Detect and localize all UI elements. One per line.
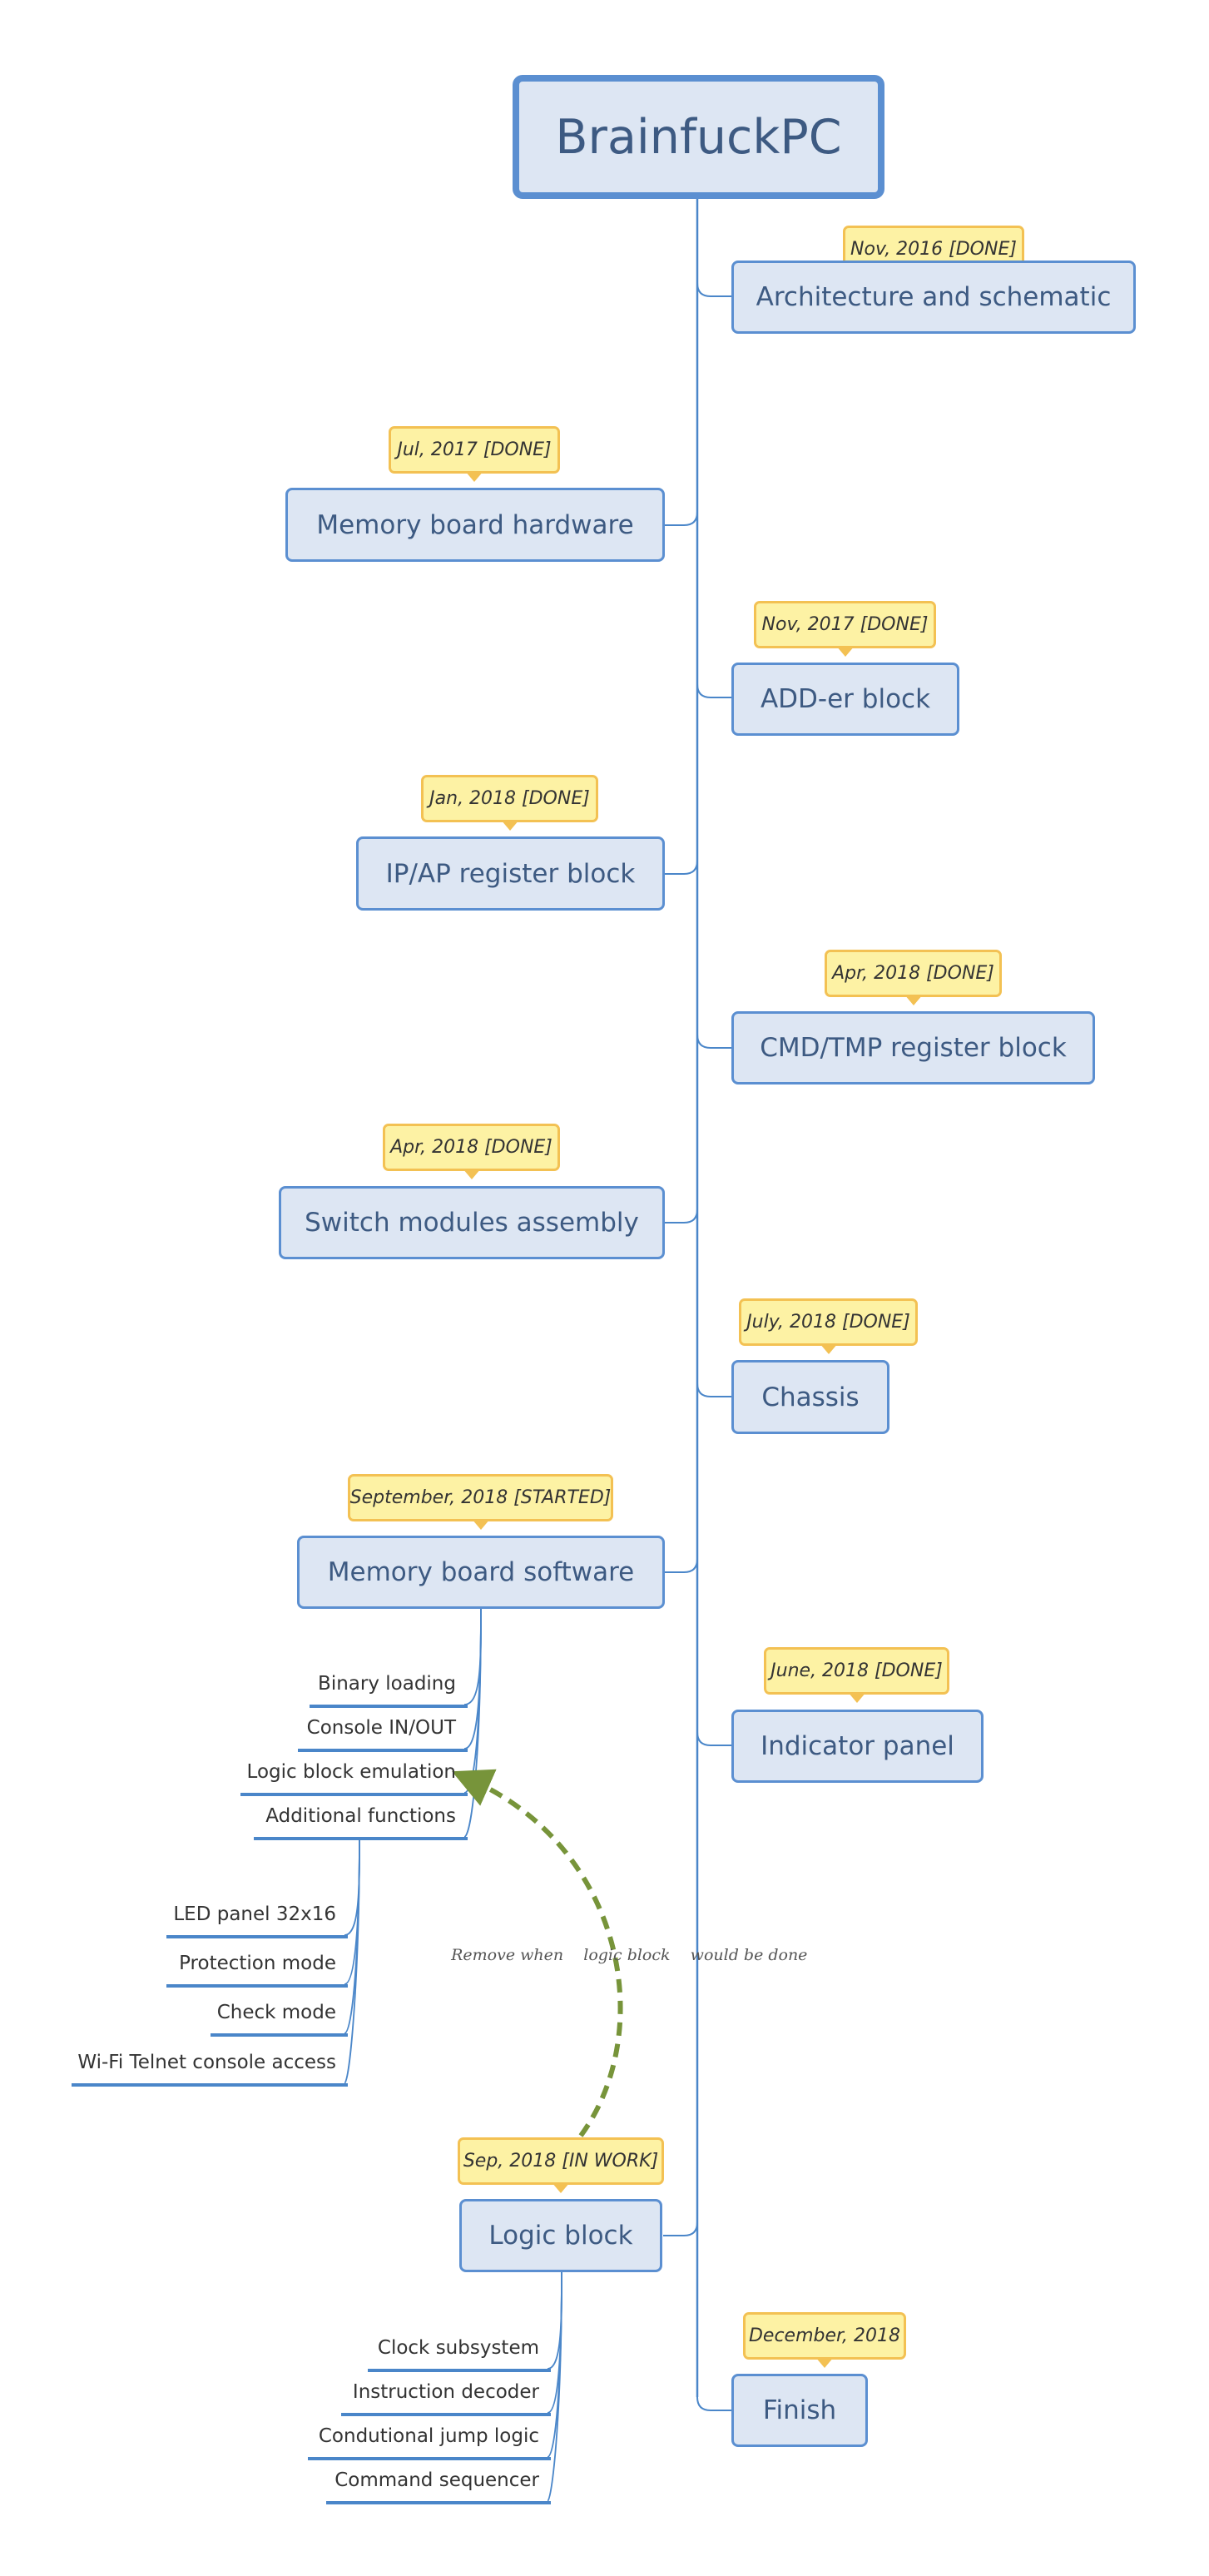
branch-line <box>663 1558 698 1573</box>
subtopic-item[interactable]: Command sequencer <box>326 2469 551 2504</box>
milestone-date-tag: Apr, 2018 [DONE] <box>383 1124 560 1179</box>
root-node[interactable]: BrainfuckPC <box>513 75 884 199</box>
milestone-date-tag: September, 2018 [STARTED] <box>348 1474 613 1530</box>
subtopic-item[interactable]: Wi-Fi Telnet console access <box>72 2052 348 2087</box>
milestone-date-tag: Jan, 2018 [DONE] <box>421 775 598 831</box>
milestone-node-architecture[interactable]: Architecture and schematic <box>731 261 1136 334</box>
branch-line <box>696 1731 732 1746</box>
subtopic-item[interactable]: Logic block emulation <box>240 1761 468 1796</box>
milestone-node-memory-software[interactable]: Memory board software <box>297 1536 665 1609</box>
subtopic-item[interactable]: Clock subsystem <box>368 2337 551 2372</box>
branch-line <box>663 1209 698 1223</box>
root-label: BrainfuckPC <box>555 109 842 165</box>
subtopic-item[interactable]: Protection mode <box>166 1953 348 1988</box>
relation-arrow <box>452 1769 623 2137</box>
milestone-date-tag: Nov, 2017 [DONE] <box>754 601 936 657</box>
milestone-node-cmdtmp[interactable]: CMD/TMP register block <box>731 1011 1095 1085</box>
subtopic-item[interactable]: LED panel 32x16 <box>166 1903 348 1938</box>
milestone-node-logic-block[interactable]: Logic block <box>459 2199 662 2272</box>
branch-line <box>696 282 732 297</box>
branch-line <box>663 511 698 526</box>
milestone-node-indicator[interactable]: Indicator panel <box>731 1710 984 1783</box>
milestone-node-chassis[interactable]: Chassis <box>731 1360 889 1434</box>
milestone-node-adder[interactable]: ADD-er block <box>731 663 959 736</box>
milestone-date-tag: Jul, 2017 [DONE] <box>389 426 560 482</box>
branch-line <box>696 2396 732 2411</box>
subtopic-item[interactable]: Console IN/OUT <box>298 1717 468 1752</box>
subtopic-item[interactable]: Binary loading <box>310 1673 468 1708</box>
subtopic-item[interactable]: Check mode <box>211 2002 348 2037</box>
branch-line <box>663 2221 698 2236</box>
branch-line <box>696 1034 732 1049</box>
milestone-node-finish[interactable]: Finish <box>731 2374 868 2447</box>
milestone-node-memory-hardware[interactable]: Memory board hardware <box>285 488 665 562</box>
milestone-date-tag: Apr, 2018 [DONE] <box>825 950 1002 1005</box>
subtopic-item[interactable]: Instruction decoder <box>341 2381 551 2416</box>
relation-label: Remove when logic block would be done <box>451 1946 808 1964</box>
milestone-node-ipap[interactable]: IP/AP register block <box>356 836 665 911</box>
child-line <box>344 1836 360 2084</box>
subtopic-item[interactable]: Condutional jump logic <box>308 2425 551 2460</box>
branch-line <box>696 1382 732 1397</box>
milestone-date-tag: Sep, 2018 [IN WORK] <box>458 2137 664 2193</box>
milestone-date-tag: July, 2018 [DONE] <box>739 1298 918 1354</box>
milestone-date-tag: December, 2018 <box>743 2312 906 2368</box>
milestone-date-tag: June, 2018 [DONE] <box>764 1647 949 1703</box>
subtopic-item[interactable]: Additional functions <box>254 1805 468 1840</box>
child-line <box>547 2271 562 2502</box>
branch-line <box>696 683 732 698</box>
branch-line <box>663 860 698 875</box>
milestone-node-switch[interactable]: Switch modules assembly <box>279 1186 665 1259</box>
